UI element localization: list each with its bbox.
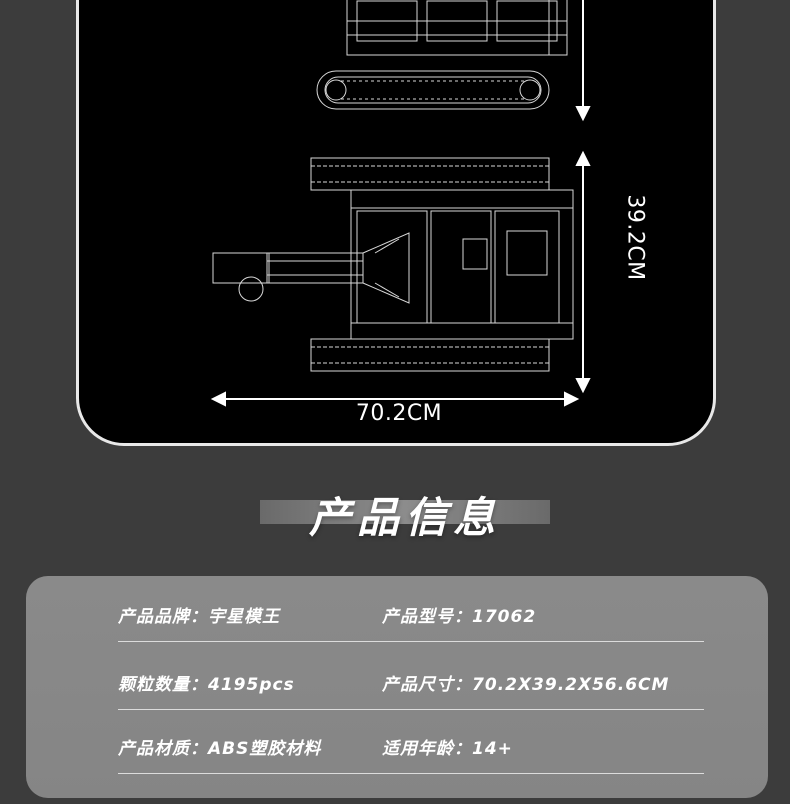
info-key: 适用年龄： [382, 739, 472, 759]
section-title-bar [260, 500, 550, 524]
info-piece-count: 颗粒数量：4195pcs [118, 670, 295, 695]
info-row: 颗粒数量：4195pcs 产品尺寸：70.2X39.2X56.6CM [118, 652, 704, 710]
row-divider [118, 773, 704, 774]
info-value: ABS塑胶材料 [208, 739, 322, 759]
info-value: 宇星模王 [208, 607, 280, 627]
info-value: 4195pcs [208, 675, 295, 695]
section-title: 产品信息 [308, 493, 501, 542]
info-key: 产品品牌： [118, 607, 208, 627]
info-row: 产品品牌：宇星模王 产品型号：17062 [118, 584, 704, 642]
side-view-drawing [316, 0, 568, 110]
dimension-drawing-panel: 70.2CM 39.2CM M [76, 0, 716, 446]
info-key: 产品型号： [382, 607, 472, 627]
info-model: 产品型号：17062 [382, 602, 536, 627]
top-view-drawing [212, 157, 574, 372]
info-brand: 产品品牌：宇星模王 [118, 602, 280, 627]
info-material: 产品材质：ABS塑胶材料 [118, 734, 321, 759]
info-key: 产品尺寸： [382, 675, 472, 695]
row-divider [118, 641, 704, 642]
info-key: 颗粒数量： [118, 675, 208, 695]
depth-dimension-label: 39.2CM [622, 194, 648, 281]
product-info-card: 产品品牌：宇星模王 产品型号：17062 颗粒数量：4195pcs 产品尺寸：7… [26, 576, 768, 798]
excavator-blueprint-drawing [210, 0, 591, 407]
info-value: 14+ [472, 739, 513, 759]
section-title-block: 产品信息 [260, 493, 550, 542]
info-value: 17062 [472, 607, 537, 627]
info-age: 适用年龄：14+ [382, 734, 513, 759]
info-value: 70.2X39.2X56.6CM [472, 675, 670, 695]
width-dimension-label: 70.2CM [355, 401, 443, 426]
row-divider [118, 709, 704, 710]
info-size: 产品尺寸：70.2X39.2X56.6CM [382, 670, 669, 695]
info-key: 产品材质： [118, 739, 208, 759]
info-row: 产品材质：ABS塑胶材料 适用年龄：14+ [118, 716, 704, 774]
